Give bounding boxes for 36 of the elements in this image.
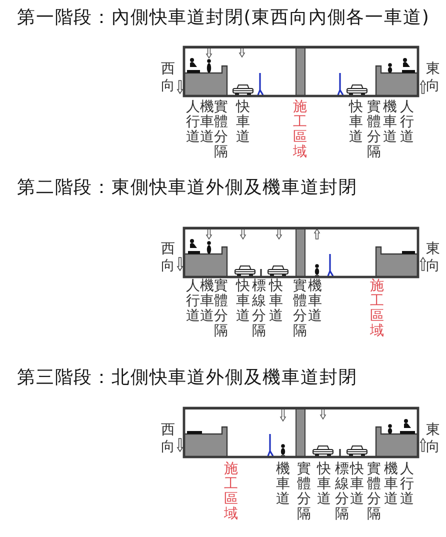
lane-label: 實體分隔	[293, 279, 307, 339]
work-zone-label: 施工區域	[293, 100, 307, 160]
lane-label: 人行道	[400, 462, 414, 507]
stage-heading: 第一階段：內側快車道封閉(東西向內側各一車道)	[17, 7, 430, 29]
work-zone-label: 施工區域	[224, 462, 238, 522]
lane-label: 實體分隔	[214, 279, 228, 339]
lane-label: 機車道	[383, 100, 397, 145]
direction-label: 東向	[426, 422, 440, 456]
direction-label: 東向	[426, 61, 440, 95]
lane-label: 標線分隔	[335, 462, 349, 522]
stage-heading: 第二階段：東側快車道外側及機車道封閉	[17, 177, 358, 199]
direction-label: 東向	[426, 241, 440, 275]
lane-label: 快車道	[269, 279, 283, 324]
lane-label: 機車道	[384, 462, 398, 507]
lane-label: 快車道	[350, 462, 364, 507]
lane-label: 標線分隔	[252, 279, 266, 339]
lane-label: 快車道	[236, 100, 250, 145]
lane-label: 人行道	[186, 100, 200, 145]
stage-heading: 第三階段：北側快車道外側及機車道封閉	[17, 367, 358, 389]
lane-label: 實體分隔	[367, 100, 381, 160]
lane-label: 實體分隔	[214, 100, 228, 160]
lane-label: 機車道	[200, 100, 214, 145]
direction-label: 西向	[160, 241, 176, 275]
lane-label: 快車道	[236, 279, 250, 324]
work-zone-label: 施工區域	[370, 279, 384, 339]
lane-label: 快車道	[349, 100, 363, 145]
lane-label: 人行道	[186, 279, 200, 324]
direction-label: 西向	[160, 422, 176, 456]
lane-label: 實體分隔	[297, 462, 311, 522]
lane-label: 實體分隔	[367, 462, 381, 522]
lane-label: 機車道	[308, 279, 322, 324]
lane-label: 機車道	[276, 462, 290, 507]
lane-label: 人行道	[400, 100, 414, 145]
lane-label: 機車道	[200, 279, 214, 324]
direction-label: 西向	[160, 61, 176, 95]
lane-label: 快車道	[317, 462, 331, 507]
